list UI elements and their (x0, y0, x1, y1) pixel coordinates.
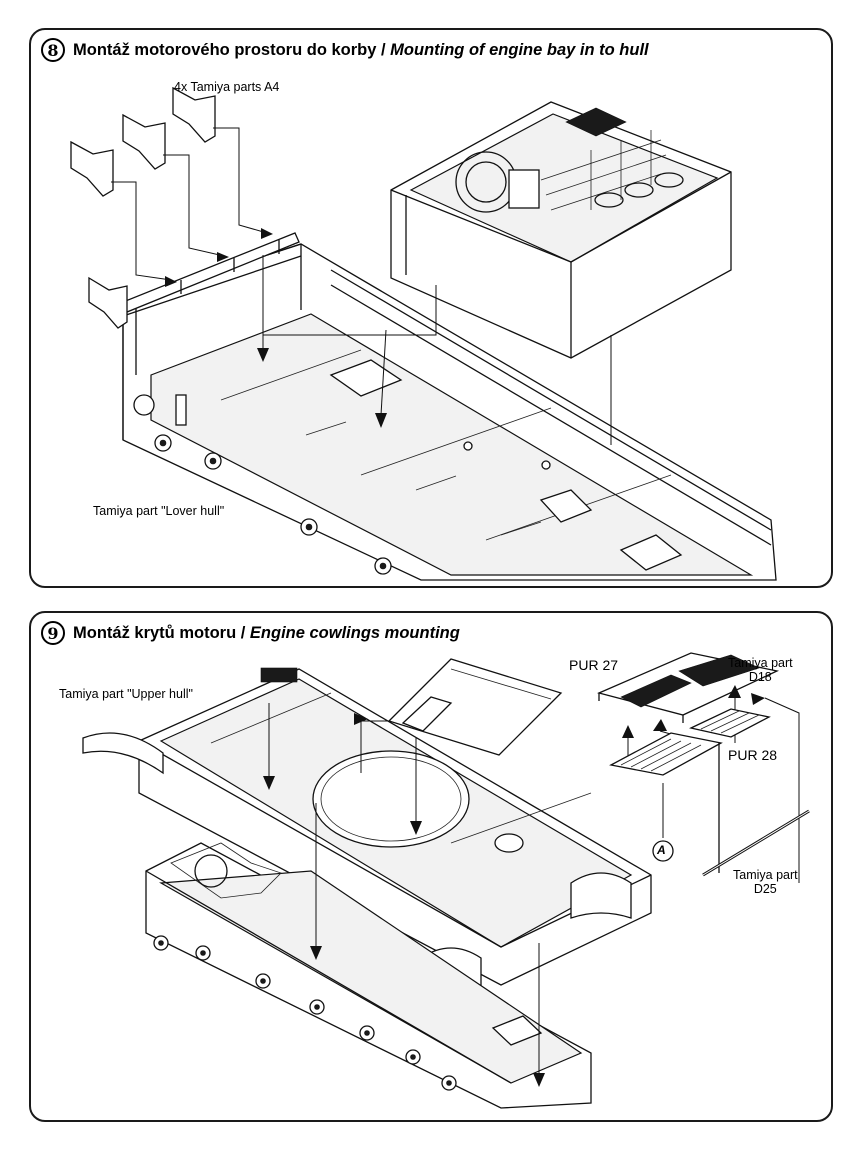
step-9-number: 9 (41, 621, 65, 645)
step-8-title-cz: Montáž motorového prostoru do korby / (73, 40, 391, 59)
step-8-illustration (70, 86, 777, 581)
marker-a: A (657, 843, 666, 857)
step-8-number: 8 (41, 38, 65, 62)
label-d25: Tamiya part D25 (733, 868, 798, 896)
part-a4-drawings (70, 86, 273, 329)
label-lower-hull: Tamiya part "Lover hull" (93, 504, 225, 518)
step-9-title: Montáž krytů motoru / Engine cowlings mo… (73, 624, 460, 643)
part-d18-drawing (597, 652, 800, 883)
label-d18: Tamiya part D18 (728, 656, 793, 684)
upper-hull-drawing (82, 667, 652, 994)
label-d25-line2: D25 (753, 882, 777, 896)
step-9-illustration (82, 652, 810, 1109)
label-pur28: PUR 28 (728, 747, 778, 763)
step-9-title-cz: Montáž krytů motoru / (73, 623, 250, 642)
step-8-title: Montáž motorového prostoru do korby / Mo… (73, 41, 649, 60)
label-upper-hull: Tamiya part "Upper hull" (59, 687, 193, 701)
label-d18-line2: D18 (748, 670, 772, 684)
label-parts-a4: 4x Tamiya parts A4 (174, 80, 280, 94)
step-9-header: 9 Montáž krytů motoru / Engine cowlings … (41, 621, 460, 645)
pur28-drawing (609, 708, 771, 873)
step-8-header: 8 Montáž motorového prostoru do korby / … (41, 38, 649, 62)
label-d25-line1: Tamiya part (733, 868, 798, 882)
pur27-drawing (263, 658, 563, 1087)
step-8-title-en: Mounting of engine bay in to hull (390, 40, 649, 59)
step-9-title-en: Engine cowlings mounting (249, 623, 460, 642)
label-d18-line1: Tamiya part (728, 656, 793, 670)
lower-hull-with-engine-drawing (145, 842, 592, 1109)
part-d25-drawing (702, 809, 810, 877)
engine-bay-drawing (257, 101, 732, 445)
label-pur27: PUR 27 (569, 657, 619, 673)
step-9-panel: 9 Montáž krytů motoru / Engine cowlings … (29, 611, 833, 1122)
step-8-panel: 8 Montáž motorového prostoru do korby / … (29, 28, 833, 588)
